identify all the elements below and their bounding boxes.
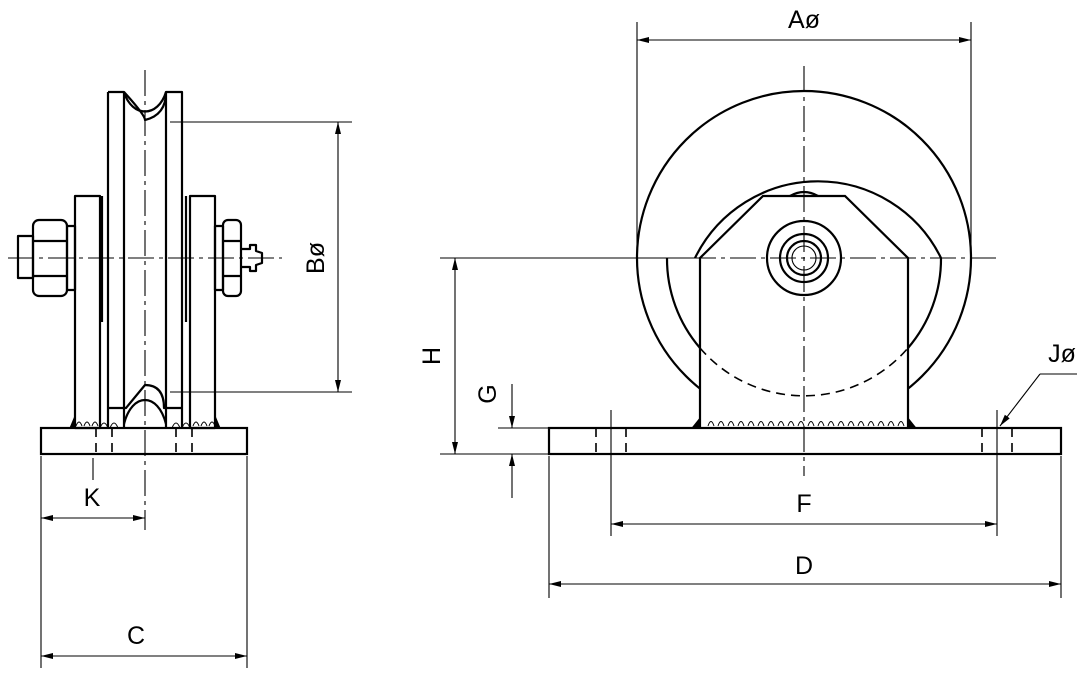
dimension-d: D [548,456,1062,598]
label-h: H [418,347,446,365]
mounting-holes-hidden [595,428,1013,454]
dimension-j: Jø [999,340,1077,427]
side-view [8,70,282,530]
dimension-h: H [418,257,700,455]
base-plate-side [39,426,249,456]
label-c: C [127,622,145,650]
dimension-f: F [610,410,998,536]
label-k: K [84,484,101,512]
label-a: Aø [788,6,820,34]
label-b: Bø [302,242,330,274]
dimension-k: K [40,456,145,668]
wheel-inner-side-right [907,257,943,349]
dimension-c: C [41,456,248,668]
dimension-g: G [474,384,549,498]
front-view [547,66,1063,476]
label-g: G [474,384,502,403]
bracket-plate-right [188,194,217,430]
bracket-hidden-lower [699,347,909,397]
dimension-a: Aø [636,6,972,258]
dimension-b: Bø [170,121,352,393]
label-d: D [795,552,813,580]
base-plate-front [547,426,1063,456]
label-f: F [796,490,811,518]
weld-beads-side [69,415,221,429]
base-plate-hidden-holes [95,428,193,454]
wheel-inner-side-left [665,257,701,349]
bracket-plate-left [73,194,102,430]
weld-beads-front [690,416,918,429]
wheel-inner-circle [694,180,942,259]
label-j: Jø [1048,340,1076,368]
